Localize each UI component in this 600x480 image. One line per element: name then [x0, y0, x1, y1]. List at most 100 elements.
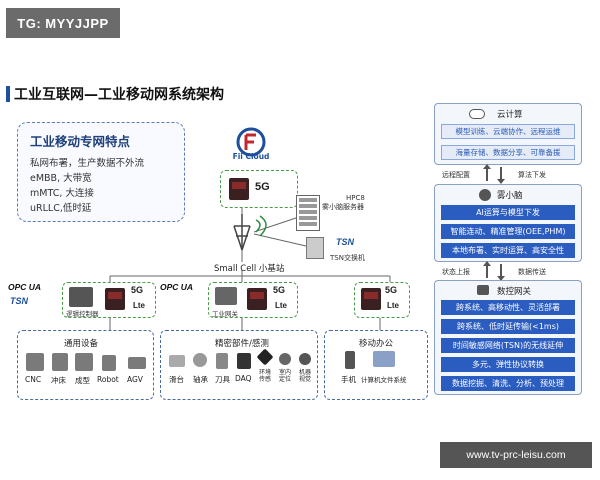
item-label: CNC — [25, 375, 42, 384]
wifi-signal-icon — [255, 215, 267, 237]
panel-item: 多元、弹性协议转换 — [441, 357, 575, 372]
item-label: DAQ — [235, 374, 252, 383]
antenna-tower-icon — [233, 214, 251, 251]
feature-item: mMTC, 大连接 — [30, 188, 94, 199]
tsn-switch-icon — [306, 237, 324, 259]
precision-parts-group: 精密部件/感测 滑台 轴承 刀具 DAQ 环境传感 室内定位 机器视觉 — [160, 330, 318, 400]
panel-title: 云计算 — [497, 110, 523, 120]
small-cell-label: Small Cell 小基站 — [214, 264, 285, 274]
fog-brain-panel: 雾小脑 AI运算与模型下发 智能连动、精准管理(OEE,PHM) 本地布署、实时… — [434, 184, 582, 262]
panel-item: 跨系统、高移动性、灵活部署 — [441, 300, 575, 315]
lte-icon: Lte — [275, 301, 287, 310]
title-accent-bar — [6, 86, 10, 102]
lte-icon: Lte — [133, 301, 145, 310]
server-label: HPC8 雾小脑服务器 — [322, 194, 365, 212]
gateway-label: 工业网关 — [212, 310, 238, 318]
item-label: 室内定位 — [279, 369, 292, 383]
page-title: 工业互联网—工业移动网系统架构 — [14, 87, 224, 103]
5g-icon: 5G — [273, 285, 286, 295]
flow-label: 算法下发 — [518, 171, 546, 179]
router-icon — [229, 178, 249, 200]
sensor-icon — [256, 348, 274, 366]
feature-item: 私网布署，生产数据不外流 — [30, 158, 145, 169]
vision-icon — [299, 353, 311, 365]
tsn-logo-small: TSN — [10, 296, 28, 306]
molding-icon — [75, 353, 93, 371]
item-label: 手机 — [341, 375, 356, 384]
tool-icon — [216, 353, 228, 369]
group-title: 精密部件/感测 — [215, 339, 269, 349]
flow-label: 数据传送 — [518, 268, 546, 276]
5g-icon: 5G — [131, 285, 144, 295]
panel-item: 本地布署、实时运算、高安全性 — [441, 243, 575, 258]
item-label: 机器视觉 — [299, 369, 312, 383]
item-label: 计算机文件系统 — [361, 376, 407, 384]
panel-title: 雾小脑 — [497, 191, 523, 201]
cloud-icon — [469, 109, 485, 119]
panel-item: 数据挖掘、清洗、分析、预处理 — [441, 376, 575, 391]
press-icon — [52, 353, 68, 371]
opc-ua-logo: OPC UA — [160, 282, 194, 292]
computer-icon — [373, 351, 395, 367]
panel-item: AI运算与模型下发 — [441, 205, 575, 220]
panel-item: 跨系统、低时延传输(<1ms) — [441, 319, 575, 334]
fii-cloud-label: Fii Cloud — [232, 152, 270, 161]
panel-item: 模型训练、云端协作、远程运维 — [441, 124, 575, 139]
flow-label: 远程配置 — [442, 171, 470, 179]
item-label: 滑台 — [169, 375, 184, 384]
site-watermark: www.tv-prc-leisu.com — [440, 442, 592, 468]
group-title: 移动办公 — [359, 339, 394, 349]
robot-icon — [102, 355, 116, 371]
item-label: 成型 — [75, 376, 90, 385]
cnc-icon — [26, 353, 44, 371]
controller-device-box: 逻辑控制器 5G Lte — [62, 282, 156, 318]
server-name-label: 雾小脑服务器 — [322, 203, 364, 211]
panel-title: 数控网关 — [497, 287, 532, 297]
gateway-device-box: 工业网关 5G Lte — [208, 282, 298, 318]
5g-icon: 5G — [385, 285, 398, 295]
bearing-icon — [193, 353, 207, 367]
cloud-computing-panel: 云计算 模型训练、云端协作、远程运维 海量存储、数据分享、可靠备援 — [434, 103, 582, 165]
panel-item: 海量存储、数据分享、可靠备援 — [441, 145, 575, 160]
watermark-tag: TG: MYYJJPP — [6, 8, 120, 38]
feature-item: eMBB, 大带宽 — [30, 173, 92, 184]
flow-label: 状态上报 — [442, 268, 470, 276]
gateway-icon — [477, 285, 489, 295]
lte-icon: Lte — [387, 301, 399, 310]
server-model-label: HPC8 — [346, 194, 365, 202]
tsn-switch-label: TSN交换机 — [330, 254, 365, 262]
gateway-icon — [215, 287, 237, 305]
general-equipment-group: 通用设备 CNC 冲床 成型 Robot AGV — [17, 330, 154, 400]
server-icon — [296, 195, 320, 231]
panel-item: 时间敏感网络(TSN)的无线延伸 — [441, 338, 575, 353]
item-label: 冲床 — [51, 376, 66, 385]
daq-icon — [237, 353, 251, 369]
controller-label: 逻辑控制器 — [66, 310, 99, 318]
agv-icon — [128, 357, 146, 369]
features-title: 工业移动专网特点 — [30, 134, 131, 149]
router-icon — [105, 288, 125, 310]
router-icon — [361, 288, 381, 310]
item-label: 刀具 — [215, 375, 230, 384]
nc-gateway-panel: 数控网关 跨系统、高移动性、灵活部署 跨系统、低时延传输(<1ms) 时间敏感网… — [434, 280, 582, 395]
item-label: 轴承 — [193, 375, 208, 384]
arrow-down-icon — [497, 264, 505, 281]
item-label: Robot — [97, 375, 119, 384]
panel-item: 智能连动、精准管理(OEE,PHM) — [441, 224, 575, 239]
arrow-up-icon — [483, 164, 491, 181]
slide-icon — [169, 355, 185, 367]
cloud-5g-device-box: 5G — [220, 170, 298, 208]
item-label: AGV — [127, 375, 143, 384]
5g-icon: 5G — [255, 181, 270, 193]
tsn-logo: TSN — [336, 237, 354, 247]
phone-icon — [345, 351, 355, 369]
fii-cloud-logo — [236, 127, 266, 157]
feature-item: uRLLC,低时延 — [30, 203, 92, 214]
arrow-down-icon — [497, 167, 505, 184]
opc-ua-logo: OPC UA — [8, 282, 42, 292]
router-icon — [247, 288, 267, 310]
controller-icon — [69, 287, 93, 307]
item-label: 环境传感 — [259, 369, 272, 383]
mobile-office-group: 移动办公 手机 计算机文件系统 — [324, 330, 428, 400]
